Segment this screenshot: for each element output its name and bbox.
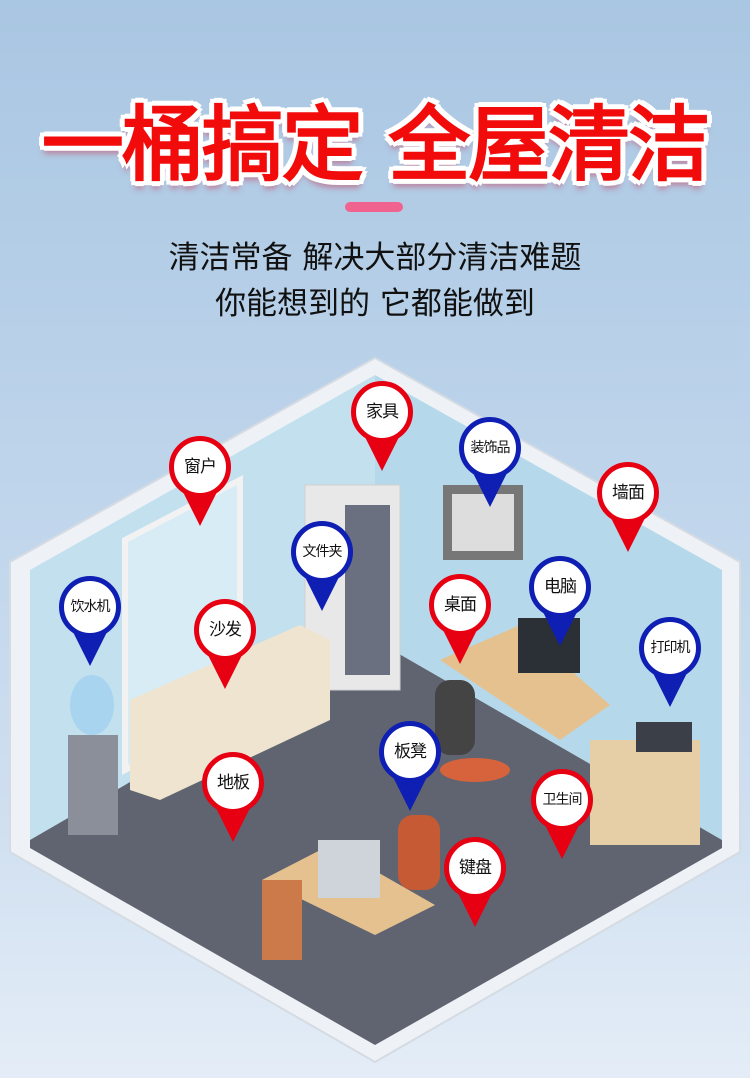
pin-label: 卫生间 [542,792,583,808]
pin-label: 地板 [217,773,250,793]
pin-circle-icon [531,769,593,831]
location-pin-0: 家具 [351,381,413,471]
pin-circle-icon [351,381,413,443]
location-pin-1: 窗户 [169,436,231,526]
pin-label: 桌面 [444,595,477,615]
subtitle-line-2: 你能想到的 它都能做到 [215,286,535,322]
pin-label: 墙面 [612,483,645,503]
location-pin-13: 键盘 [444,837,506,927]
pin-label: 窗户 [184,457,217,477]
cabinet [590,740,700,845]
desk [440,625,610,740]
pin-label: 键盘 [459,858,492,878]
pin-circle-icon [291,521,353,583]
chair [435,680,475,755]
pin-circle-icon [639,617,701,679]
subtitle-line-1: 清洁常备 解决大部分清洁难题 [168,240,582,276]
pin-circle-icon [202,752,264,814]
pin-label: 电脑 [544,577,577,597]
location-pin-12: 卫生间 [531,769,593,859]
pin-circle-icon [429,574,491,636]
location-pin-11: 地板 [202,752,264,842]
accent-bar [345,202,403,212]
headline: 一桶搞定 全屋清洁 [41,98,711,193]
pin-label: 打印机 [650,640,691,656]
pin-circle-icon [444,837,506,899]
location-pin-2: 装饰品 [459,417,521,507]
pin-label: 文件夹 [302,544,343,560]
location-pin-4: 文件夹 [291,521,353,611]
location-pin-9: 打印机 [639,617,701,707]
pin-label: 家具 [366,402,399,422]
front-monitor [318,840,380,898]
pin-circle-icon [194,599,256,661]
pin-label: 饮水机 [70,599,111,615]
location-pin-5: 饮水机 [59,576,121,666]
pin-circle-icon [597,462,659,524]
pin-label: 板凳 [394,742,427,762]
printer [636,722,692,752]
pin-circle-icon [169,436,231,498]
pin-label: 沙发 [209,620,242,640]
pin-label: 装饰品 [470,440,511,456]
pin-circle-icon [379,721,441,783]
pin-circle-icon [59,576,121,638]
sofa [130,625,330,800]
location-pin-3: 墙面 [597,462,659,552]
front-chair [398,815,440,890]
location-pin-6: 桌面 [429,574,491,664]
location-pin-7: 电脑 [529,556,591,646]
pin-circle-icon [529,556,591,618]
location-pin-8: 沙发 [194,599,256,689]
pin-circle-icon [459,417,521,479]
location-pin-10: 板凳 [379,721,441,811]
water-dispenser [68,735,118,835]
